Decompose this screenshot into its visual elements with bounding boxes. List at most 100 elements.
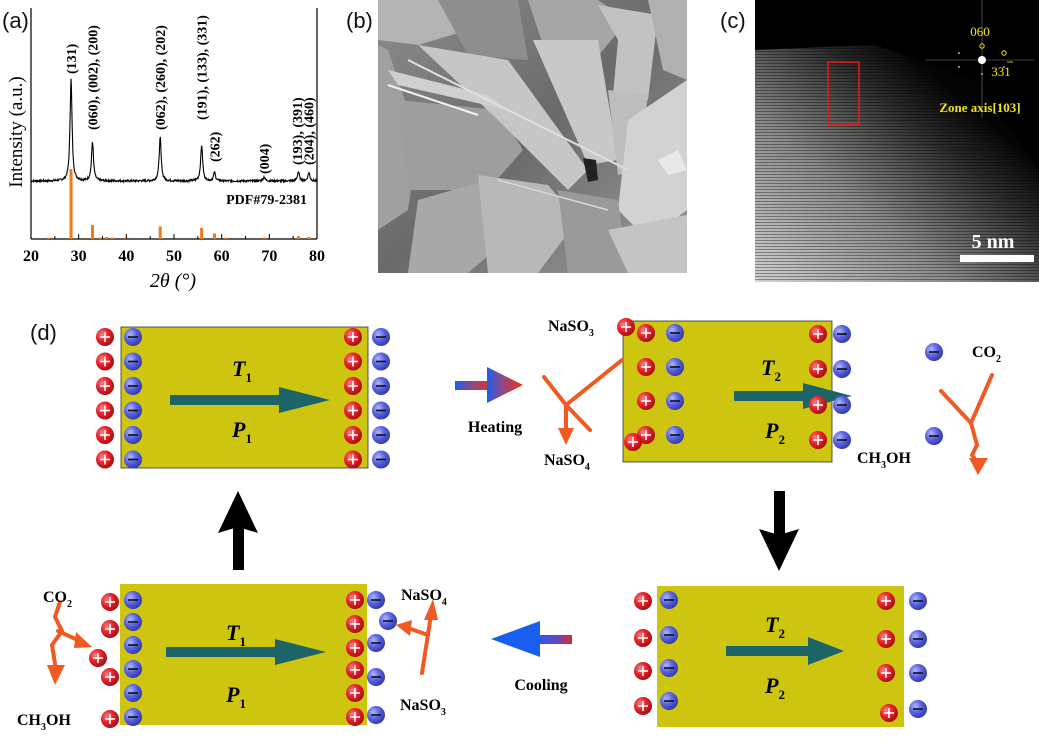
positive-charge — [877, 630, 895, 648]
x-tick-label: 60 — [214, 248, 230, 265]
chem-label-co2-top: CO2 — [972, 344, 1001, 365]
positive-charge — [344, 352, 362, 371]
negative-charge — [666, 426, 684, 444]
polarization-label-top-right: P2 — [764, 418, 785, 447]
fft-spot-331: 331 — [991, 64, 1011, 79]
chem-label-co2-bottom: CO2 — [43, 589, 72, 610]
positive-charge — [346, 684, 364, 702]
reference-stick — [296, 236, 300, 239]
negative-charge — [124, 684, 142, 702]
positive-charge — [637, 324, 655, 342]
reference-stick — [46, 237, 50, 239]
negative-charge — [372, 401, 390, 420]
negative-charge — [925, 427, 943, 445]
positive-charge — [89, 649, 107, 667]
reference-stick — [158, 226, 162, 239]
negative-charge — [124, 613, 142, 631]
x-tick-label: 20 — [23, 248, 39, 265]
positive-charge — [96, 352, 114, 371]
negative-charge — [124, 426, 142, 444]
polarization-arrow-bottom-right — [726, 637, 844, 665]
negative-charge — [124, 328, 142, 346]
negative-charge — [124, 708, 142, 726]
positive-charge — [344, 450, 362, 469]
x-axis-label: 2θ (°) — [150, 270, 196, 292]
cooling-label: Cooling — [514, 677, 567, 694]
negative-charge — [660, 591, 678, 609]
negative-charge — [925, 343, 943, 361]
selected-region-box — [827, 61, 860, 125]
positive-charge — [809, 360, 827, 378]
positive-charge — [344, 328, 362, 346]
peak-annotation: (193), (391) — [291, 97, 306, 165]
reference-stick — [307, 236, 311, 239]
chem-label-naso3-bottom: NaSO3 — [400, 697, 446, 718]
peak-annotation: (004) — [258, 143, 273, 174]
temp-label-bottom-right: T2 — [765, 612, 785, 641]
reaction-path-co2-top — [939, 389, 981, 467]
temp-label-bottom-left: T1 — [226, 620, 246, 649]
negative-charge — [666, 358, 684, 376]
x-tick-label: 30 — [71, 248, 87, 265]
pyroelectric-cycle-scheme: T1 P1 T2 P2 T2 P2 T1 P1 Heating Cooling — [17, 318, 1001, 733]
positive-charge — [101, 593, 119, 611]
reaction-path-electron-release-bottom — [406, 626, 430, 637]
positive-charge — [344, 377, 362, 395]
positive-charge — [346, 708, 364, 726]
reference-stick — [262, 237, 266, 239]
positive-charge — [880, 704, 898, 722]
cycle-arrow-up — [218, 491, 258, 570]
negative-charge — [124, 591, 142, 609]
polarization-label-top-left: P1 — [231, 417, 252, 446]
positive-charge — [877, 664, 895, 682]
polarization-arrow-top-left — [170, 387, 330, 413]
x-tick-label: 40 — [118, 248, 134, 265]
y-axis-label: Intensity (a.u.) — [6, 76, 27, 187]
negative-charge — [372, 426, 390, 444]
peak-annotation: (204), (460) — [302, 97, 317, 165]
negative-charge — [372, 352, 390, 371]
negative-charge — [367, 591, 385, 609]
negative-charge — [833, 396, 851, 414]
polarization-label-bottom-right: P2 — [764, 673, 785, 702]
zone-axis-label: Zone axis[103] — [939, 100, 1020, 115]
xrd-measured-line — [30, 78, 318, 184]
positive-charge — [637, 392, 655, 410]
reference-stick — [224, 237, 228, 239]
negative-charge — [660, 659, 678, 677]
peak-annotation: (131) — [65, 43, 80, 74]
positive-charge — [101, 710, 119, 728]
reference-stick — [123, 237, 127, 239]
negative-charge — [660, 626, 678, 644]
panel-label-a: (a) — [2, 8, 29, 33]
positive-charge — [617, 318, 635, 336]
scale-bar — [960, 255, 1034, 262]
positive-charge — [634, 629, 652, 647]
negative-charge — [124, 636, 142, 654]
positive-charge — [809, 431, 827, 449]
positive-charge — [634, 697, 652, 715]
heating-label: Heating — [468, 419, 522, 436]
positive-charge — [809, 396, 827, 414]
reference-stick — [213, 233, 217, 239]
positive-charge — [877, 592, 895, 610]
negative-charge — [367, 634, 385, 652]
crystal-state-bottom-right — [657, 586, 904, 727]
temp-label-top-left: T1 — [232, 356, 252, 385]
heating-arrow — [455, 367, 523, 403]
negative-charge — [124, 401, 142, 420]
fft-spot-060: 060 — [970, 24, 990, 39]
reaction-path-electron-capture-top — [564, 358, 624, 407]
panel-label-c: (c) — [720, 8, 746, 33]
scale-bar-label: 5 nm — [972, 231, 1015, 253]
chem-label-naso4-top: NaSO4 — [544, 452, 590, 473]
fft-inset — [925, 0, 1035, 118]
reference-stick — [200, 227, 204, 239]
reference-stick — [104, 236, 108, 239]
negative-charge — [124, 352, 142, 371]
reference-stick — [90, 225, 94, 239]
reaction-path-co2-in-top — [969, 373, 994, 425]
negative-charge — [124, 377, 142, 395]
polarization-label-bottom-left: P1 — [225, 682, 246, 711]
